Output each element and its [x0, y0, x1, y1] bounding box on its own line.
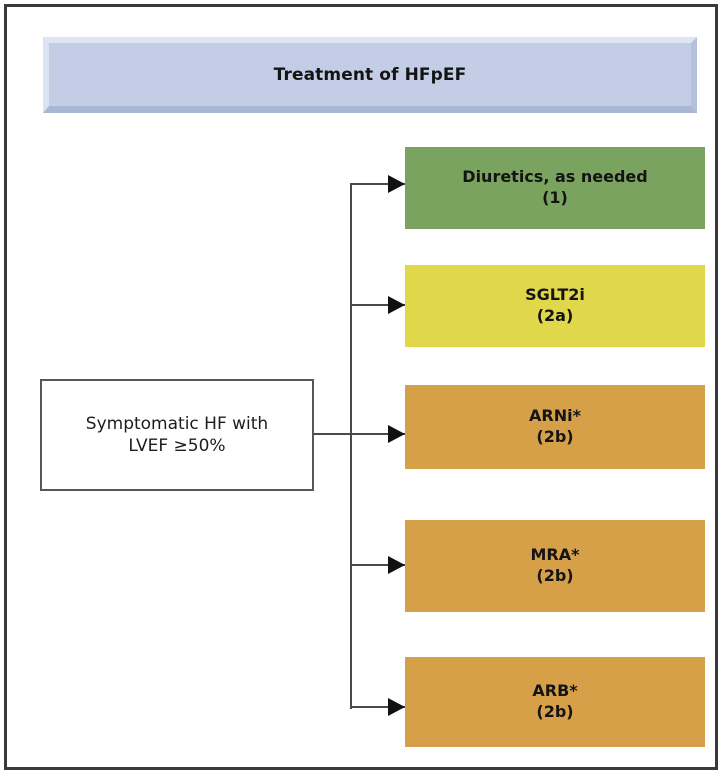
connector-branch-arb: [350, 706, 405, 708]
figure-frame: Treatment of HFpEF Symptomatic HF with L…: [4, 4, 718, 770]
arrow-head-arni: [388, 425, 405, 443]
arrow-head-arb: [388, 698, 405, 716]
treatment-node-sglt2i: SGLT2i (2a): [405, 265, 705, 347]
arrow-head-sglt2i: [388, 296, 405, 314]
treatment-node-diuretics: Diuretics, as needed (1): [405, 147, 705, 229]
page-title: Treatment of HFpEF: [273, 64, 467, 85]
arrow-head-mra: [388, 556, 405, 574]
treatment-node-arb: ARB* (2b): [405, 657, 705, 747]
treatment-node-mra: MRA* (2b): [405, 520, 705, 612]
treatment-label-diuretics: Diuretics, as needed (1): [462, 167, 648, 207]
connector-branch-diuretics: [350, 183, 405, 185]
source-node-symptomatic-hf: Symptomatic HF with LVEF ≥50%: [40, 379, 314, 491]
connector-trunk-vertical: [350, 184, 352, 709]
connector-source-horizontal: [314, 433, 405, 435]
header-banner: Treatment of HFpEF: [43, 37, 697, 113]
source-node-label: Symptomatic HF with LVEF ≥50%: [85, 413, 269, 456]
arrow-head-diuretics: [388, 175, 405, 193]
treatment-label-sglt2i: SGLT2i (2a): [525, 285, 585, 325]
treatment-label-arni: ARNi* (2b): [529, 406, 581, 446]
treatment-label-arb: ARB* (2b): [532, 681, 578, 721]
connector-branch-mra: [350, 564, 405, 566]
connector-branch-sglt2i: [350, 304, 405, 306]
treatment-label-mra: MRA* (2b): [530, 545, 580, 585]
treatment-node-arni: ARNi* (2b): [405, 385, 705, 469]
